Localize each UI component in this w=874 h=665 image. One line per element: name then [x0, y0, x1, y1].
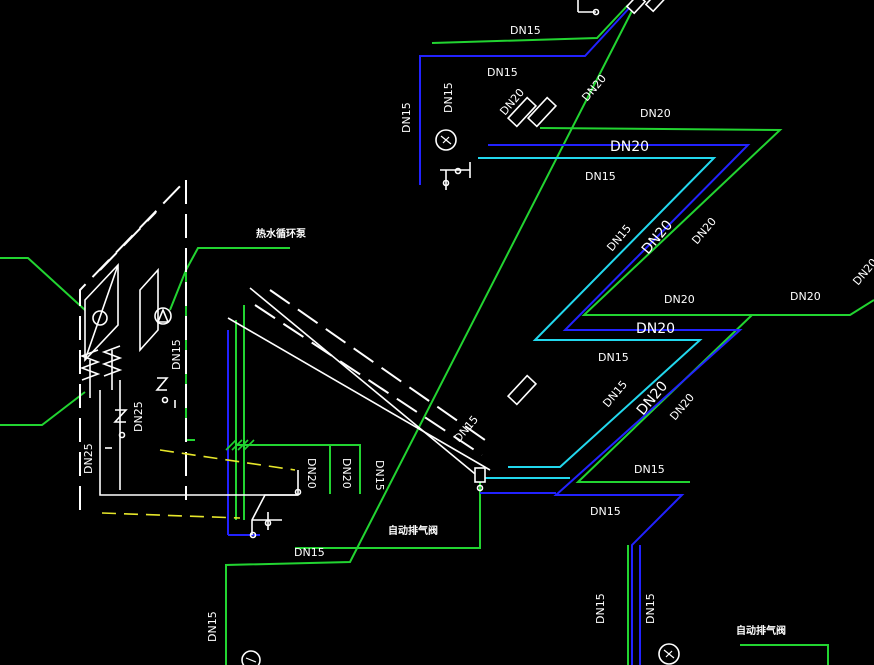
meter-bottom-b [658, 643, 680, 665]
white-pipe-heater [99, 390, 298, 496]
label-dn20-box-a: DN20 [305, 458, 318, 489]
pump-symbol-left [154, 307, 172, 325]
green-pipe-main-diagonal [225, 4, 636, 665]
label-dn20-far-right: DN20 [850, 256, 874, 288]
white-pipe-diag-a [227, 317, 491, 471]
valve-dot-g [454, 167, 462, 175]
green-pipe-pump [169, 247, 290, 311]
label-dn25-a: DN25 [132, 401, 145, 432]
pipe-labels: DN15 DN15 DN15 DN15 DN20 DN20 DN20 DN20 … [82, 24, 874, 642]
green-pipe-vertical-lower [295, 480, 481, 549]
inline-valve-e [644, 0, 666, 13]
label-dn15-c: DN15 [585, 170, 616, 183]
air-valve-symbol [474, 467, 486, 483]
label-dn20-diag-d: DN20 [667, 391, 697, 423]
green-pipe-left-b [0, 391, 86, 426]
blue-pipe-top [419, 4, 633, 185]
label-air-valve-2: 自动排气阀 [736, 624, 786, 637]
green-ticks [225, 439, 255, 451]
white-pipe-diag-b [249, 287, 481, 479]
label-dn15-bottom-right-a: DN15 [594, 593, 607, 624]
label-dn15-b: DN15 [487, 66, 518, 79]
valve-dot-b [161, 396, 169, 404]
green-pipe-left-a [0, 257, 86, 311]
meter-marks [245, 135, 675, 663]
label-dn20-main-1: DN20 [610, 139, 649, 155]
label-air-valve-1: 自动排气阀 [388, 524, 438, 537]
label-dn15-diag-b: DN15 [600, 378, 630, 410]
label-dn15-vert-b: DN15 [442, 82, 455, 113]
check-valve-a [155, 377, 169, 391]
blue-pipes [227, 4, 751, 665]
green-pipes [0, 4, 874, 665]
label-dn20-valve-b: DN20 [579, 72, 609, 104]
pipe-dash-a [254, 304, 483, 456]
white-pipe-box [251, 470, 299, 535]
yellow-pipe-a [159, 449, 296, 471]
inline-valve-c [506, 374, 538, 406]
dashed-outlines [79, 179, 486, 510]
label-pump: 热水循环泵 [256, 227, 307, 240]
label-dn15-bottom-vert: DN15 [206, 611, 219, 642]
label-dn15-diag-a: DN15 [604, 222, 634, 254]
label-dn15-box-c: DN15 [373, 460, 386, 491]
blue-pipe-upper-z [488, 144, 751, 665]
label-dn20-main-2: DN20 [636, 321, 675, 337]
heater-box-right [139, 267, 159, 353]
water-meters [241, 129, 680, 665]
inline-valve-a [506, 96, 538, 128]
meter-top [435, 129, 457, 151]
inline-valves [474, 0, 666, 483]
heater-body [84, 262, 119, 363]
valve-dot-a [118, 431, 126, 439]
label-dn20-right-1: DN20 [664, 293, 695, 306]
valves [105, 0, 600, 539]
inline-valve-b [526, 96, 558, 128]
meter-bottom-a [241, 650, 261, 665]
label-dn15-top: DN15 [510, 24, 541, 37]
label-dn15-diag-c: DN15 [451, 413, 481, 445]
label-dn15-bottom: DN15 [294, 546, 325, 559]
green-pipe-pump-vert [185, 270, 195, 441]
cyan-pipe-z-upper [478, 157, 717, 468]
water-heater [79, 262, 159, 398]
heater-pump-circle [92, 310, 108, 326]
yellow-dashed-pipes [101, 449, 296, 519]
heater-dash-outline-c [99, 211, 157, 271]
label-dn20-diag-b: DN20 [689, 215, 719, 247]
cyan-pipes [478, 157, 717, 479]
yellow-pipe-b [101, 512, 241, 519]
check-valve-b [113, 409, 128, 423]
valve-dot-e [294, 488, 302, 496]
label-dn15-vert-left: DN15 [400, 102, 413, 133]
white-lines [99, 162, 491, 535]
label-dn20-box-b: DN20 [340, 458, 353, 489]
label-dn20-right-2: DN20 [790, 290, 821, 303]
valve-dot-c [264, 519, 272, 527]
label-dn15-lower: DN15 [590, 505, 621, 518]
label-dn15-left-vert: DN15 [170, 339, 183, 370]
inline-valve-d [625, 0, 647, 15]
label-dn25-b: DN25 [82, 443, 95, 474]
label-dn15-bottom-right-b: DN15 [644, 593, 657, 624]
green-pipe-box [236, 444, 361, 494]
label-dn20-upper-right: DN20 [640, 107, 671, 120]
label-dn20-diag-a: DN20 [639, 217, 676, 257]
valve-dot-i [476, 484, 484, 492]
label-dn15-lower-right: DN15 [634, 463, 665, 476]
heater-diagonal [84, 264, 119, 361]
pipe-dash-b [269, 289, 486, 441]
green-pipe-air-valve-2 [740, 644, 829, 665]
green-pipe-top [431, 4, 629, 44]
valve-dot-f [442, 179, 450, 187]
green-pipe-upper-z [539, 127, 874, 316]
label-dn15-mid: DN15 [598, 351, 629, 364]
valve-dot-d [249, 531, 257, 539]
